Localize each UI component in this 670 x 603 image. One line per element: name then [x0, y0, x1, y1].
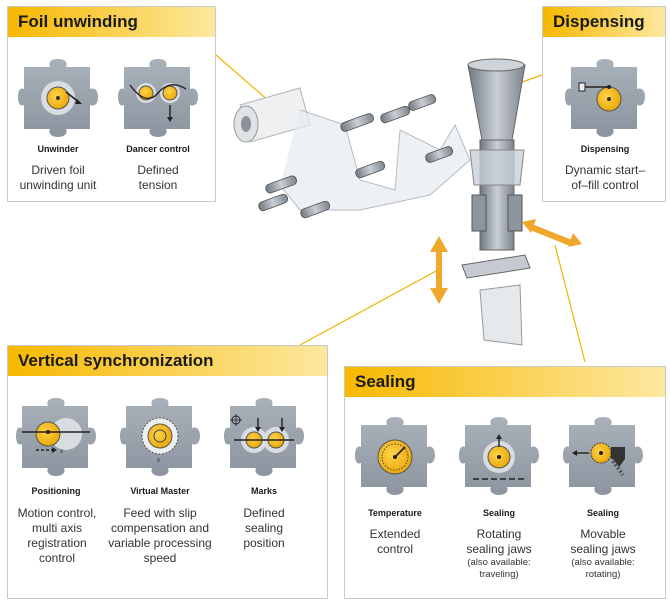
note-line: traveling) [479, 569, 519, 580]
leader-line [299, 269, 439, 346]
note-line: rotating) [585, 569, 621, 580]
forming-tube-icon [461, 58, 531, 346]
desc-line: unwinding unit [19, 178, 97, 192]
unwinder-icon [18, 59, 98, 137]
marks-tile [224, 398, 304, 476]
dancer-control-label: Dancer control [126, 144, 190, 154]
virtual-master-label: Virtual Master [130, 486, 190, 496]
desc-line: Movable [580, 527, 626, 541]
leader-line [215, 54, 286, 116]
desc-line: speed [143, 551, 177, 565]
svg-text:x: x [60, 449, 63, 455]
dispensing-description: Dynamic start– of–fill control [548, 163, 662, 193]
panel-title: Dispensing [553, 12, 645, 31]
desc-line: multi axis [31, 521, 82, 535]
virtual-master-description: Feed with slip compensation and variable… [105, 506, 215, 566]
desc-line: compensation and [110, 521, 210, 535]
temperature-icon [355, 417, 435, 495]
marks-label: Marks [250, 486, 277, 496]
dancer-control-description: Defined tension [108, 163, 208, 193]
temperature-description: Extended control [345, 527, 445, 557]
positioning-icon: x [16, 398, 96, 476]
panel-title: Foil unwinding [18, 12, 138, 31]
desc-line: Motion control, [17, 506, 97, 520]
desc-line: Defined [243, 506, 285, 520]
desc-line: Rotating [476, 527, 522, 541]
unwinder-label: Unwinder [37, 144, 79, 154]
foil-unwinding-panel: Foil unwinding Unwinder Driven foil unwi… [7, 6, 216, 202]
desc-line: Defined [137, 163, 179, 177]
desc-line: Driven foil [31, 163, 85, 177]
movable-sealing-description: Movable sealing jaws (also available: ro… [553, 527, 653, 581]
panel-header: Vertical synchronization [8, 346, 327, 376]
movable-sealing-label: Sealing [586, 508, 619, 518]
rotating-sealing-label: Sealing [482, 508, 515, 518]
marks-description: Defined sealing position [214, 506, 314, 551]
note-line: (also available: [467, 557, 531, 568]
roller-icon [258, 94, 454, 219]
rotating-sealing-icon [459, 417, 539, 495]
desc-line: control [38, 551, 76, 565]
note-line: (also available: [571, 557, 635, 568]
dispensing-icon [565, 59, 645, 137]
desc-line: of–fill control [571, 178, 639, 192]
dancer-control-tile [118, 59, 198, 137]
unwinder-description: Driven foil unwinding unit [8, 163, 108, 193]
desc-line: sealing jaws [466, 542, 532, 556]
desc-line: Feed with slip [123, 506, 197, 520]
svg-text:v: v [157, 458, 160, 464]
desc-line: sealing jaws [570, 542, 636, 556]
desc-line: control [376, 542, 414, 556]
desc-line: position [243, 536, 285, 550]
dispensing-panel: Dispensing Dispensing Dynamic start– of–… [542, 6, 666, 202]
temperature-tile [355, 417, 435, 495]
temperature-label: Temperature [368, 508, 422, 518]
rotating-sealing-tile [459, 417, 539, 495]
panel-title: Vertical synchronization [18, 351, 214, 370]
virtual-master-icon: v [120, 398, 200, 476]
sealing-panel: Sealing Temperature Extended control Sea… [344, 366, 666, 599]
desc-line: variable processing [108, 536, 212, 550]
desc-line: registration [27, 536, 87, 550]
movable-sealing-tile [563, 417, 643, 495]
unwinder-tile [18, 59, 98, 137]
vertical-synchronization-panel: Vertical synchronization x Positioning M… [7, 345, 328, 599]
dispensing-label: Dispensing [580, 144, 630, 154]
panel-header: Foil unwinding [8, 7, 215, 37]
dancer-control-icon [118, 59, 198, 137]
rotating-sealing-description: Rotating sealing jaws (also available: t… [449, 527, 549, 581]
panel-header: Sealing [345, 367, 665, 397]
movable-sealing-icon [563, 417, 643, 495]
positioning-label: Positioning [31, 486, 81, 496]
leader-line [504, 74, 543, 89]
desc-line: Dynamic start– [564, 163, 646, 177]
marks-icon [224, 398, 304, 476]
panel-header: Dispensing [543, 7, 665, 37]
virtual-master-tile: v [120, 398, 200, 476]
desc-line: sealing [244, 521, 284, 535]
dispensing-tile [565, 59, 645, 137]
panel-title: Sealing [355, 372, 416, 391]
desc-line: Extended [369, 527, 421, 541]
positioning-tile: x [16, 398, 96, 476]
desc-line: tension [138, 178, 178, 192]
motion-arrow-icon [430, 219, 582, 304]
positioning-description: Motion control, multi axis registration … [8, 506, 106, 566]
foil-roll-icon [233, 87, 311, 143]
leader-line [554, 244, 586, 363]
